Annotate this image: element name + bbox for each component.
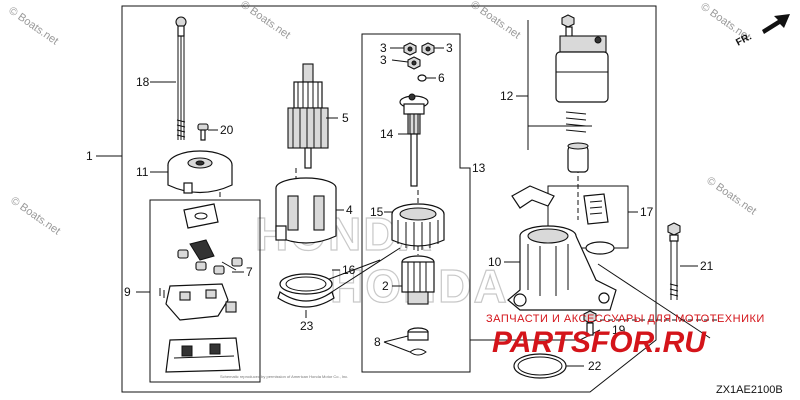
- leader-line-8: [383, 335, 411, 353]
- part-4-yoke: [275, 177, 337, 244]
- part-23-plate: [277, 291, 335, 308]
- part-20-screw: [197, 123, 218, 141]
- part-8-stop-collar: [407, 327, 429, 356]
- callout-22: 22: [588, 359, 602, 373]
- front-arrow-icon: [762, 14, 790, 34]
- callout-17: 17: [640, 205, 654, 219]
- part-16-ring: [279, 273, 333, 295]
- watermark-1: © Boats.net: [6, 5, 60, 48]
- callout-19: 19: [612, 323, 626, 337]
- callout-10: 10: [488, 255, 502, 269]
- part-3-nuts: [403, 42, 435, 70]
- main-frame: [121, 5, 657, 393]
- subframe-drive-shaft: [361, 33, 471, 373]
- callout-16: 16: [342, 263, 356, 277]
- part-14-drive-shaft: [399, 93, 429, 187]
- callout-21: 21: [700, 259, 714, 273]
- callout-4: 4: [346, 203, 353, 217]
- callout-5: 5: [342, 111, 349, 125]
- callout-3a: 3: [380, 41, 387, 55]
- part-6-washer: [417, 74, 427, 82]
- callout-8: 8: [374, 335, 381, 349]
- callout-3b: 3: [446, 41, 453, 55]
- watermark-5: © Boats.net: [8, 195, 62, 238]
- part-11-end-cover: [167, 150, 233, 194]
- part-22-o-ring: [513, 353, 567, 379]
- callout-23: 23: [300, 319, 314, 333]
- part-2-pinion-clutch: [401, 255, 435, 305]
- callout-2: 2: [382, 279, 389, 293]
- leader-line-3: [390, 47, 444, 63]
- part-19-bolt: [583, 310, 597, 336]
- callout-7: 7: [246, 265, 253, 279]
- callout-18: 18: [136, 75, 150, 89]
- leader-line-7: [221, 261, 244, 273]
- part-10-front-housing: [507, 225, 617, 311]
- part-12-solenoid: [555, 14, 609, 173]
- callout-11: 11: [136, 165, 149, 179]
- brand-watermark: PARTSFOR.RU: [492, 326, 707, 359]
- callout-14: 14: [380, 127, 394, 141]
- part-5-armature: [287, 63, 329, 169]
- subframe-brush-holder: [149, 199, 261, 383]
- callout-3c: 3: [380, 53, 387, 67]
- callout-1: 1: [86, 149, 93, 163]
- callout-6: 6: [438, 71, 445, 85]
- diagram-code: ZX1AE2100B: [716, 384, 783, 396]
- shop-tagline: ЗАПЧАСТИ И АКСЕССУАРЫ ДЛЯ МОТОТЕХНИКИ: [486, 313, 765, 325]
- callout-13: 13: [472, 161, 486, 175]
- callout-20: 20: [220, 123, 234, 137]
- callout-12: 12: [500, 89, 514, 103]
- part-18-through-bolt: [175, 16, 187, 140]
- part-17-shift-fork: [511, 185, 615, 255]
- part-9-brush-holder-group: [159, 203, 243, 373]
- callout-15: 15: [370, 205, 384, 219]
- part-15-internal-gear: [391, 203, 445, 250]
- part-21-bolt: [667, 222, 681, 300]
- leader-10b: [597, 263, 711, 339]
- callout-9: 9: [124, 285, 131, 299]
- copyright-fine-print: Schematic reproduced by permission of Am…: [220, 374, 348, 379]
- watermark-6: © Boats.net: [704, 175, 758, 218]
